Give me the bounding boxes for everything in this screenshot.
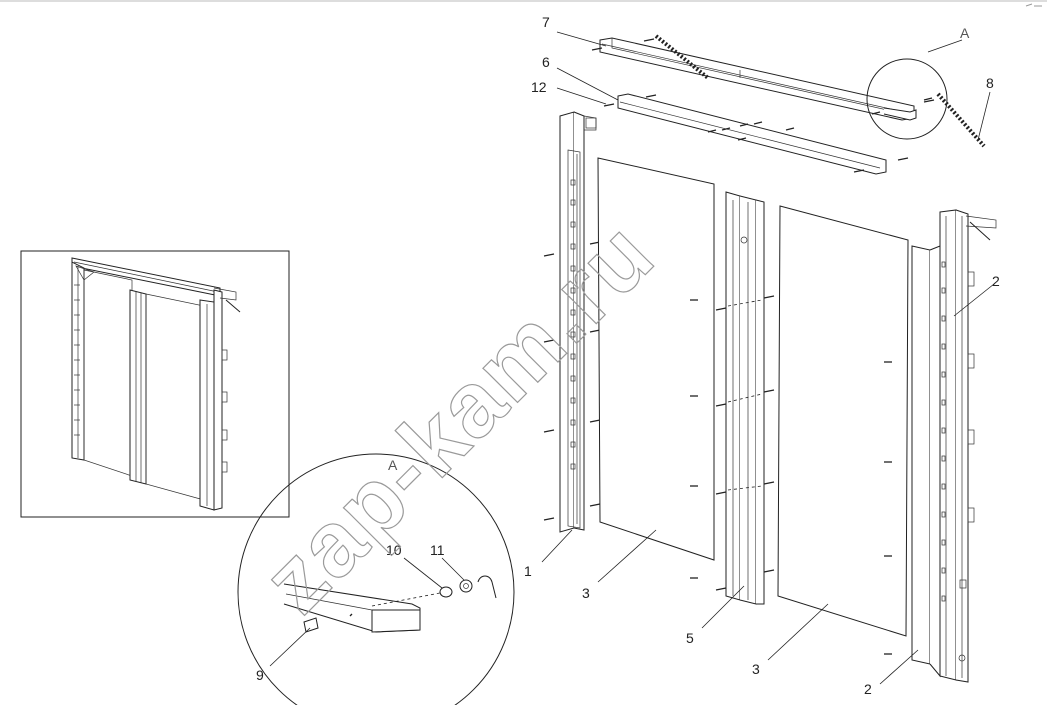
detail-circle-bottom — [237, 453, 515, 705]
leader-lines — [269, 31, 995, 685]
overview-inset — [20, 250, 290, 518]
right-post-marks — [941, 261, 946, 602]
detail-circle-top — [866, 39, 986, 148]
callout-2-top: 2 — [992, 273, 1000, 289]
overview-left-post-marks — [74, 284, 80, 436]
callout-9: 9 — [256, 667, 264, 683]
callout-5: 5 — [686, 630, 694, 646]
callout-1: 1 — [524, 563, 532, 579]
callout-3-left: 3 — [582, 585, 590, 601]
left-post-marks — [570, 179, 576, 470]
detail-label-bottom: A — [388, 457, 398, 473]
left-post-1 — [543, 111, 601, 533]
glass-panel-right — [777, 205, 909, 637]
corner-mark — [1025, 3, 1042, 7]
glass-panel-left — [597, 157, 715, 561]
rail-6 — [603, 93, 909, 175]
right-post-2 — [911, 209, 997, 683]
screw — [591, 47, 603, 51]
callout-2-bottom: 2 — [864, 681, 872, 697]
callout-11: 11 — [430, 542, 445, 558]
callout-7: 7 — [542, 14, 550, 30]
callout-10: 10 — [386, 542, 402, 558]
chain-left — [654, 34, 710, 80]
callout-12: 12 — [531, 79, 547, 95]
screw — [871, 111, 881, 115]
chain-right — [936, 92, 986, 148]
screw — [923, 99, 935, 103]
callouts: 7 6 12 8 2 1 3 5 3 2 9 10 11 A A — [256, 14, 1000, 697]
callout-8: 8 — [986, 75, 994, 91]
overview-frame — [20, 250, 290, 518]
callout-3-right: 3 — [752, 661, 760, 677]
detail-label-top: A — [960, 25, 970, 41]
center-post-5 — [715, 191, 775, 605]
screw — [643, 38, 655, 42]
callout-6: 6 — [542, 54, 550, 70]
